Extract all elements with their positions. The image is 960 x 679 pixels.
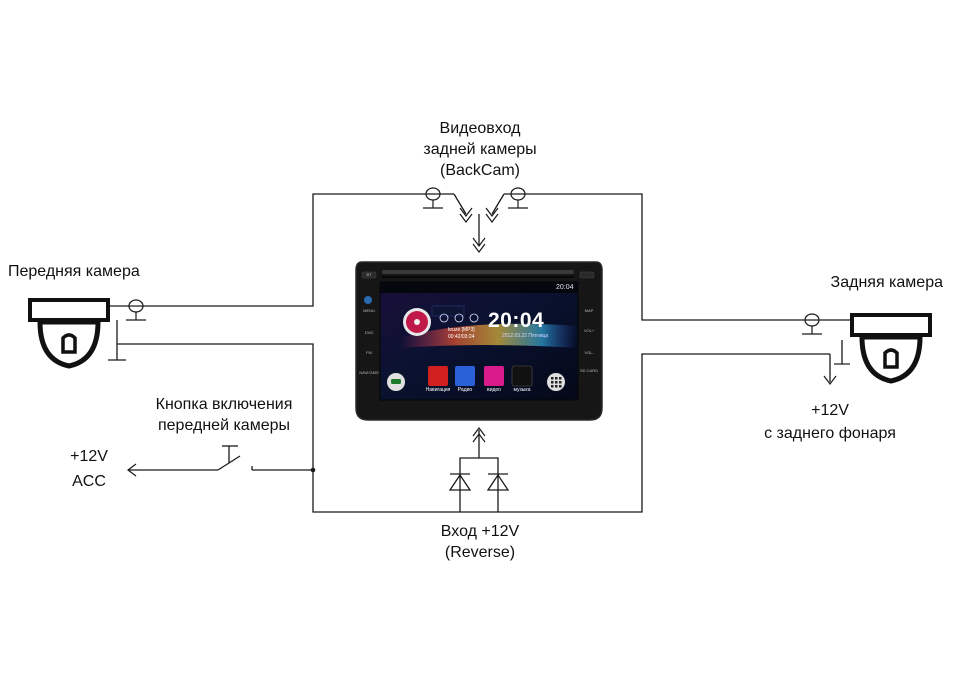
front-camera-icon [28,298,110,369]
label-button: Кнопка включения передней камеры [134,394,314,436]
ground-icon [802,313,822,335]
app-label-music[interactable]: музыка [513,387,531,393]
label-rear-lamp-line2: с заднего фонаря [764,425,896,442]
wire-front-video-top [108,193,454,307]
app-label-navigation[interactable]: Навигация [425,387,451,393]
arrow-video-right-icon [485,207,499,223]
side-button-dvd[interactable]: DVD [364,330,374,335]
arrow-acc-icon [127,463,137,477]
side-button-sd-card[interactable]: SD CARD [579,368,598,373]
label-reverse-line1: Вход +12V [440,523,520,540]
wire-rear-video-top [504,193,852,321]
label-button-line2: передней камеры [157,417,290,434]
ground-icon [126,299,146,321]
label-rear-camera: Задняя камера [830,274,943,291]
arrow-video-left-icon [459,207,473,223]
label-front-camera: Передняя камера [8,263,140,280]
head-unit-progress: 00:42/03:24 [448,334,475,340]
side-button-vol-down[interactable]: VOL- [584,350,594,355]
label-acc-line1: +12V [70,448,108,465]
label-acc-line2: ACC [72,473,106,490]
rear-camera-icon [850,313,932,384]
power-knob[interactable] [364,296,372,304]
arrow-rear-lamp-icon [823,375,837,385]
label-video-input-line1: Видеовход [439,120,521,137]
ground-icons [108,187,850,365]
ground-icon [423,187,443,209]
label-reverse: Вход +12V (Reverse) [400,521,560,563]
label-video-input: Видеовход задней камеры (BackCam) [400,118,560,181]
head-unit-status-time: 20:04 [556,284,574,291]
side-button-navi[interactable]: NAVI/GMS [359,370,379,375]
diode-icon [486,473,510,491]
arrow-video-down-icon [472,237,486,253]
side-button-fm[interactable]: FM [366,350,372,355]
label-video-input-line3: (BackCam) [439,162,520,179]
label-reverse-line2: (Reverse) [444,544,516,561]
head-unit-track: kruze [MP3] [448,327,475,333]
push-button-switch-icon[interactable] [217,445,253,471]
label-video-input-line2: задней камеры [423,141,537,158]
diodes [448,473,510,491]
arrow-reverse-up-icon [472,427,486,443]
wire-diode-left [459,457,499,512]
ground-icon [508,187,528,209]
label-acc: +12V ACC [54,446,124,492]
side-button-map[interactable]: MAP [584,308,594,313]
side-button-bt[interactable]: BT [366,272,372,277]
app-label-radio[interactable]: Радио [457,387,473,393]
side-button-vol-up[interactable]: VOL+ [583,328,595,333]
label-rear-lamp: +12V с заднего фонаря [740,400,920,444]
wires [108,193,852,513]
wire-video-right [491,193,505,215]
head-unit [355,261,603,421]
head-unit-date: 2012.03.22 Пятница [502,333,549,339]
app-label-video[interactable]: видео [487,387,501,393]
diode-icon [448,473,472,491]
junction-dot [310,467,316,473]
head-unit-clock: 20:04 [488,309,545,332]
label-button-line1: Кнопка включения [155,396,293,413]
side-button-menu[interactable]: MENU [363,308,375,313]
connector-arrows [127,207,837,477]
wire-video-left [453,193,467,215]
wire-front-power [117,343,830,513]
label-rear-lamp-line1: +12V [811,402,849,419]
